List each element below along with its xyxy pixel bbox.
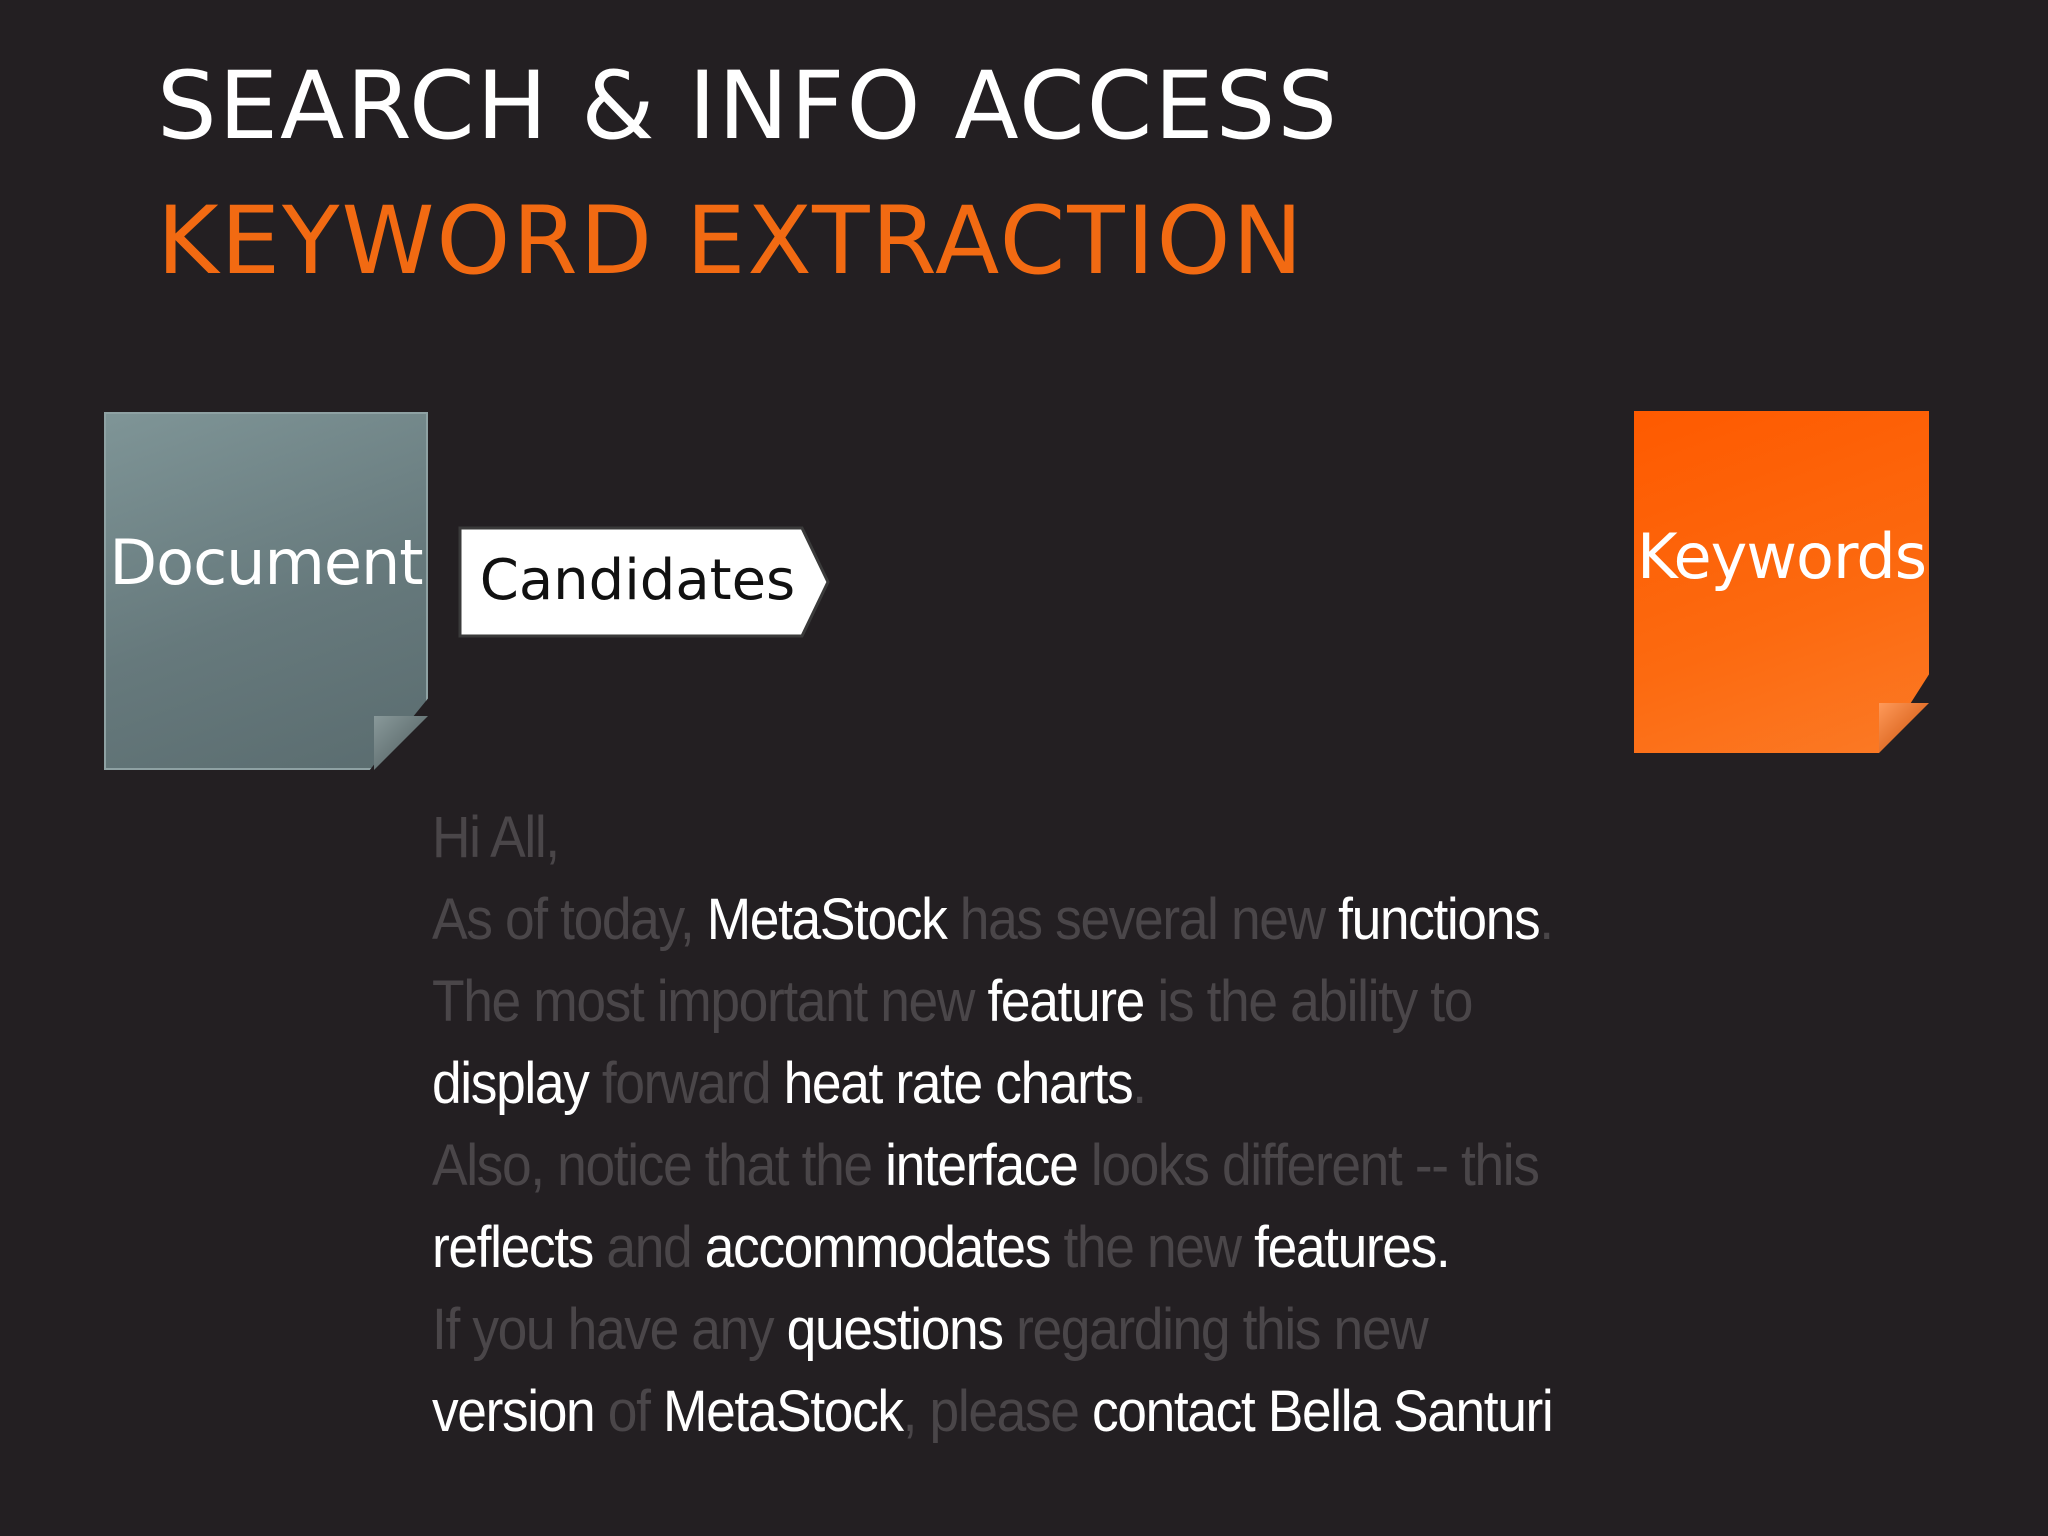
document-card-fold: [374, 716, 428, 770]
non-keyword-token: If you have any: [432, 1297, 787, 1362]
keywords-card: [1634, 411, 1929, 753]
keywords-label: Keywords: [1636, 520, 1927, 593]
keyword-token: heat rate charts: [783, 1051, 1134, 1116]
email-text: Hi All, As of today, MetaStock has severa…: [432, 797, 1628, 1453]
keywords-card-fold: [1879, 703, 1929, 753]
keyword-token: interface: [885, 1133, 1079, 1198]
keyword-token: version: [432, 1379, 596, 1444]
email-line: Hi All,: [432, 797, 1628, 879]
non-keyword-token: , please: [902, 1379, 1092, 1444]
document-card: [104, 412, 428, 770]
slide-title: SEARCH & INFO ACCESS: [157, 52, 1339, 161]
non-keyword-token: looks different -- this: [1077, 1133, 1540, 1198]
email-line: If you have any questions regarding this…: [432, 1289, 1628, 1371]
candidates-label: Candidates: [479, 548, 796, 613]
document-label: Document: [109, 526, 423, 599]
keyword-token: questions: [786, 1297, 1004, 1362]
non-keyword-token: the new: [1050, 1215, 1255, 1280]
non-keyword-token: forward: [588, 1051, 784, 1116]
non-keyword-token: has several new: [946, 887, 1339, 952]
non-keyword-token: is the ability to: [1143, 969, 1473, 1034]
keyword-token: MetaStock: [663, 1379, 904, 1444]
non-keyword-token: regarding this new: [1002, 1297, 1429, 1362]
email-line: The most important new feature is the ab…: [432, 961, 1628, 1043]
keyword-token: reflects: [432, 1215, 594, 1280]
email-line: Also, notice that the interface looks di…: [432, 1125, 1628, 1207]
keyword-token: display: [432, 1051, 590, 1116]
non-keyword-token: The most important new: [432, 969, 988, 1034]
non-keyword-token: and: [592, 1215, 705, 1280]
non-keyword-token: .: [1132, 1051, 1147, 1116]
keyword-token: accommodates: [704, 1215, 1052, 1280]
keyword-token: MetaStock: [706, 887, 948, 952]
email-line: reflects and accommodates the new featur…: [432, 1207, 1628, 1289]
slide-subtitle: KEYWORD EXTRACTION: [157, 187, 1305, 296]
keyword-token: feature: [987, 969, 1145, 1034]
non-keyword-token: .: [1539, 887, 1554, 952]
non-keyword-token: As of today,: [432, 887, 707, 952]
email-line: As of today, MetaStock has several new f…: [432, 879, 1628, 961]
non-keyword-token: Also, notice that the: [432, 1133, 886, 1198]
email-line: version of MetaStock, please contact Bel…: [432, 1371, 1628, 1453]
email-line: display forward heat rate charts.: [432, 1043, 1628, 1125]
keyword-token: features.: [1254, 1215, 1451, 1280]
non-keyword-token: Hi All,: [432, 805, 560, 870]
non-keyword-token: of: [594, 1379, 664, 1444]
candidates-arrow-box: [458, 526, 830, 638]
keyword-token: contact Bella Santuri: [1091, 1379, 1554, 1444]
keyword-token: functions: [1338, 887, 1541, 952]
